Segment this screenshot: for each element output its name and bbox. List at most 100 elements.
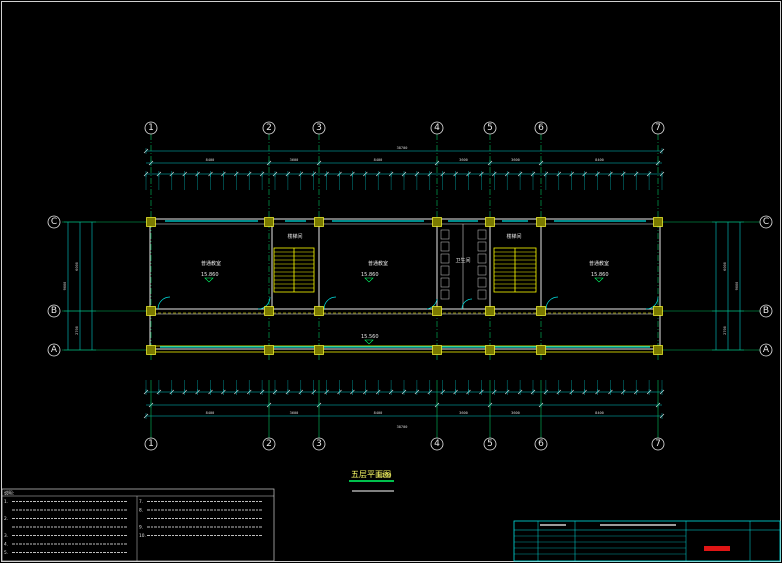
column-6C [536,217,546,227]
axis-bubble-top-2-circle [262,121,276,135]
bay-dimension-top-3: 8400 [374,158,383,162]
column-5B [485,306,495,316]
level-label-corridor: 15.560 [361,334,379,340]
right-dimension-lines [712,221,744,351]
room-label-3: 普通教室 [368,260,388,267]
column-2A [264,345,274,355]
column-3B [314,306,324,316]
axis-bubble-right-B-circle [759,304,773,318]
axis-grid-lines [62,134,760,438]
toilet-stall-left [440,253,450,264]
axis-bubble-bottom-1-circle [144,437,158,451]
drawing-title: 五层平面图 [351,470,391,479]
column-7C [653,217,663,227]
axis-bubble-bottom-3-circle [312,437,326,451]
toilet-stall-right [477,277,487,288]
note-right-line-2: 8. [139,508,143,514]
right-dimension-2: 2700 [723,326,727,335]
door-swings [157,296,659,310]
notes-table [1,488,275,562]
room-label-5: 楼梯间 [506,233,521,240]
note-right-line-1: 7. [139,499,143,505]
axis-bubble-top-4-circle [430,121,444,135]
axis-bubble-top-2-label: 2 [266,123,272,133]
axis-bubble-top-6-label: 6 [538,123,544,133]
stair-right [493,247,537,293]
axis-bubble-left-B-label: B [51,306,57,316]
axis-bubble-bottom-7-circle [651,437,665,451]
bay-dimension-bottom-3: 8400 [374,411,383,415]
structural-columns [146,217,663,355]
axis-bubble-left-A-circle [47,343,61,357]
column-3A [314,345,324,355]
overall-dimension-top: 38700 [397,146,408,150]
column-2B [264,306,274,316]
axis-bubble-top-4-label: 4 [434,123,440,133]
room-label-1: 普通教室 [201,260,221,267]
axis-bubble-bottom-4-label: 4 [434,439,440,449]
toilet-stall-right [477,289,487,300]
level-markers [204,277,604,345]
title-block [513,520,781,562]
axis-bubble-top-5-label: 5 [487,123,493,133]
bay-dimension-top-2: 3600 [290,158,299,162]
toilet-stall-left [440,289,450,300]
left-dimension-1: 6000 [75,262,79,271]
axis-bubble-top-1-label: 1 [148,123,154,133]
toilet-stall-right [477,265,487,276]
notes-right-column: 7. 8. 9. 10. [139,499,262,539]
note-left-line-6: 4. [4,542,8,548]
axis-bubble-bottom-6-label: 6 [538,439,544,449]
note-right-line-5: 10. [139,533,146,539]
top-dimension-lines [146,150,662,175]
axis-bubble-left-C-label: C [51,217,57,227]
building-walls [148,218,661,353]
axis-bubble-left-C-circle [47,215,61,229]
stair-left [273,247,315,293]
column-3C [314,217,324,227]
axis-bubble-bottom-3-label: 3 [316,439,322,449]
column-6A [536,345,546,355]
room-label-6: 普通教室 [589,260,609,267]
axis-bubble-bottom-2-label: 2 [266,439,272,449]
column-4B [432,306,442,316]
axis-bubble-left-A-label: A [51,345,58,355]
note-left-line-5: 3. [4,533,8,539]
axis-bubble-bottom-2-circle [262,437,276,451]
column-2C [264,217,274,227]
axis-bubble-right-A-circle [759,343,773,357]
notes-left-column: 1.2.3.4.5. [4,499,128,556]
bay-dimension-top-1: 8400 [206,158,215,162]
toilet-stall-left [440,277,450,288]
toilet-stall-left [440,229,450,240]
axis-bubble-right-C-label: C [763,217,769,227]
left-dimension-lines [64,221,96,351]
axis-bubble-bottom-6-circle [534,437,548,451]
level-label-3: 15.860 [591,272,609,278]
drawing-scale: 1:100 [377,473,391,479]
level-label-2: 15.860 [361,272,379,278]
toilet-stall-left [440,265,450,276]
note-right-line-4: 9. [139,525,143,531]
room-label-4: 卫生间 [455,257,470,264]
note-left-line-7: 5. [4,550,8,556]
axis-bubble-top-3-label: 3 [316,123,322,133]
axis-bubble-bottom-5-label: 5 [487,439,493,449]
axis-bubble-right-A-label: A [763,345,770,355]
column-1B [146,306,156,316]
column-4C [432,217,442,227]
bottom-dimension-lines [146,391,662,417]
left-dimension-2: 2700 [75,326,79,335]
axis-bubble-bottom-5-circle [483,437,497,451]
overall-dimension-bottom: 38700 [397,425,408,429]
toilet-stall-right [477,241,487,252]
bay-dimension-top-5: 3600 [511,158,520,162]
column-7A [653,345,663,355]
axis-bubble-top-6-circle [534,121,548,135]
toilet-stall-right [477,229,487,240]
axis-bubble-top-1-circle [144,121,158,135]
bay-dimension-bottom-2: 3600 [290,411,299,415]
bottom-dimension-ticks [143,380,665,419]
bay-dimension-top-6: 8400 [595,158,604,162]
